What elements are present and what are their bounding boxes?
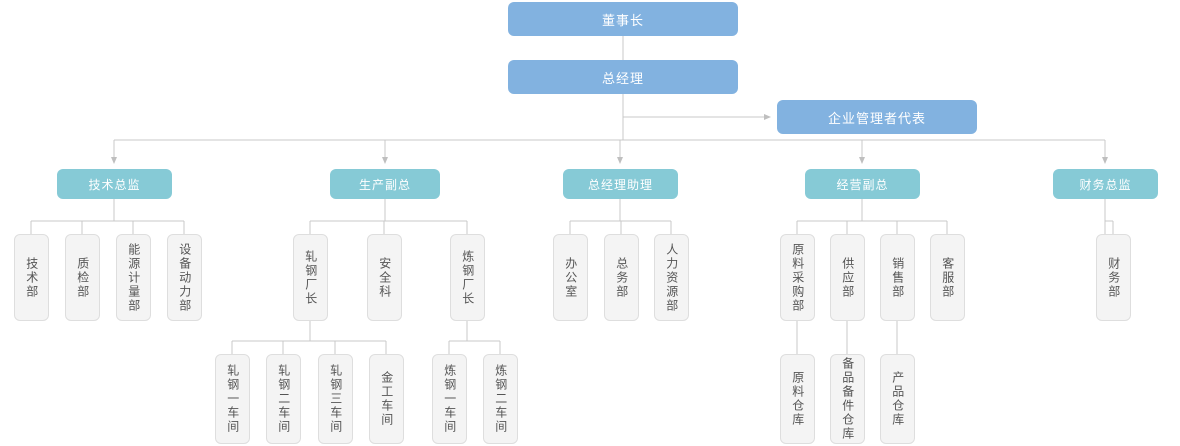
node-label: 原料采购部 xyxy=(790,242,805,313)
node-steelmaking-head[interactable]: 炼钢厂长 xyxy=(450,234,485,321)
node-label: 设备动力部 xyxy=(177,242,192,313)
node-label: 轧钢厂长 xyxy=(303,249,318,306)
node-office-dept[interactable]: 办公室 xyxy=(553,234,588,321)
node-rolling-ws1[interactable]: 轧钢一车间 xyxy=(215,354,250,444)
node-label: 销售部 xyxy=(890,256,905,299)
node-customer-service[interactable]: 客服部 xyxy=(930,234,965,321)
node-label: 安全科 xyxy=(377,256,392,299)
node-label: 总经理 xyxy=(601,70,644,86)
node-label: 人力资源部 xyxy=(664,242,679,313)
node-procurement-dept[interactable]: 原料采购部 xyxy=(780,234,815,321)
node-label: 轧钢三车间 xyxy=(328,364,343,434)
node-rolling-ws2[interactable]: 轧钢二车间 xyxy=(266,354,301,444)
node-rolling-ws3[interactable]: 轧钢三车间 xyxy=(318,354,353,444)
node-label: 总经理助理 xyxy=(587,177,653,192)
node-gm-assistant[interactable]: 总经理助理 xyxy=(563,169,678,199)
node-safety-dept[interactable]: 安全科 xyxy=(367,234,402,321)
node-machining-ws[interactable]: 金工车间 xyxy=(369,354,404,444)
node-label: 炼钢二车间 xyxy=(493,364,508,434)
node-label: 能源计量部 xyxy=(126,242,141,313)
node-general-manager[interactable]: 总经理 xyxy=(508,60,738,94)
node-finance-director[interactable]: 财务总监 xyxy=(1053,169,1158,199)
node-production-vp[interactable]: 生产副总 xyxy=(330,169,440,199)
node-supply-dept[interactable]: 供应部 xyxy=(830,234,865,321)
node-label: 轧钢二车间 xyxy=(276,364,291,434)
node-label: 产品仓库 xyxy=(890,371,905,427)
node-label: 技术总监 xyxy=(88,177,141,192)
node-label: 炼钢一车间 xyxy=(442,364,457,434)
node-label: 备品备件仓库 xyxy=(840,357,855,441)
node-label: 金工车间 xyxy=(379,371,394,427)
node-label: 原料仓库 xyxy=(790,371,805,427)
node-label: 财务部 xyxy=(1106,256,1121,299)
node-tech-director[interactable]: 技术总监 xyxy=(57,169,172,199)
node-label: 炼钢厂长 xyxy=(460,249,475,306)
node-sales-dept[interactable]: 销售部 xyxy=(880,234,915,321)
node-spare-warehouse[interactable]: 备品备件仓库 xyxy=(830,354,865,444)
node-label: 生产副总 xyxy=(358,177,411,192)
node-steel-ws2[interactable]: 炼钢二车间 xyxy=(483,354,518,444)
node-finance-dept[interactable]: 财务部 xyxy=(1096,234,1131,321)
node-label: 经营副总 xyxy=(836,177,889,192)
node-energy-dept[interactable]: 能源计量部 xyxy=(116,234,151,321)
node-label: 企业管理者代表 xyxy=(827,110,926,126)
node-general-affairs[interactable]: 总务部 xyxy=(604,234,639,321)
node-tech-dept[interactable]: 技术部 xyxy=(14,234,49,321)
node-qc-dept[interactable]: 质检部 xyxy=(65,234,100,321)
node-label: 客服部 xyxy=(940,256,955,299)
node-equipment-dept[interactable]: 设备动力部 xyxy=(167,234,202,321)
node-product-warehouse[interactable]: 产品仓库 xyxy=(880,354,915,444)
node-management-rep[interactable]: 企业管理者代表 xyxy=(777,100,977,134)
node-label: 董事长 xyxy=(601,12,644,28)
node-operations-vp[interactable]: 经营副总 xyxy=(805,169,920,199)
node-label: 办公室 xyxy=(563,256,578,299)
node-chairman[interactable]: 董事长 xyxy=(508,2,738,36)
node-label: 技术部 xyxy=(24,256,39,299)
node-label: 轧钢一车间 xyxy=(225,364,240,434)
node-label: 供应部 xyxy=(840,256,855,299)
node-label: 财务总监 xyxy=(1079,177,1132,192)
node-label: 总务部 xyxy=(614,256,629,299)
node-steel-ws1[interactable]: 炼钢一车间 xyxy=(432,354,467,444)
node-label: 质检部 xyxy=(75,256,90,299)
node-rolling-mill-head[interactable]: 轧钢厂长 xyxy=(293,234,328,321)
node-raw-warehouse[interactable]: 原料仓库 xyxy=(780,354,815,444)
node-hr-dept[interactable]: 人力资源部 xyxy=(654,234,689,321)
